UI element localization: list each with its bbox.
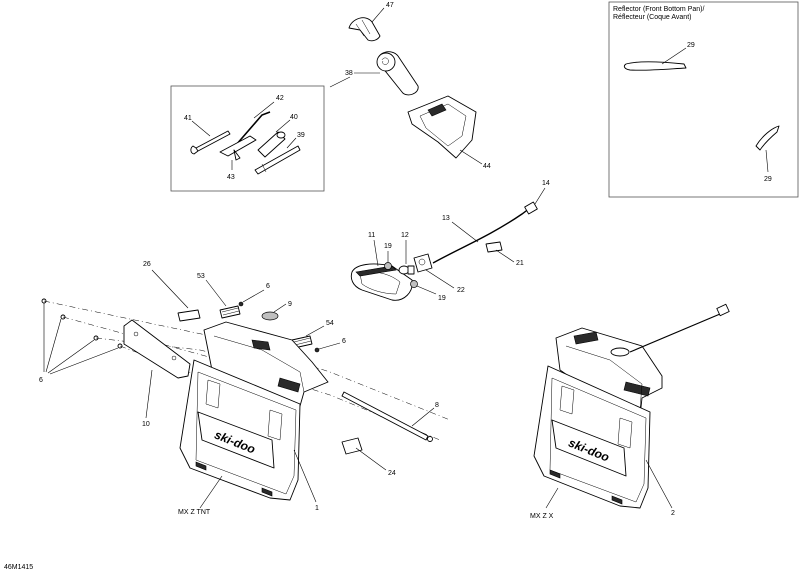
diagram-id: 46M1415 (4, 564, 33, 571)
snow-flap-assembly-tnt[interactable]: ski-doo (179, 321, 329, 501)
spark-plug-socket[interactable] (257, 131, 286, 158)
grommet-lower[interactable] (410, 280, 418, 288)
warning-sticker[interactable] (341, 437, 363, 455)
reflector-front-strip[interactable] (623, 61, 687, 71)
callout-42: 42 (276, 95, 284, 102)
callout-10: 10 (142, 421, 150, 428)
callout-6c: 6 (39, 377, 43, 384)
callout-44: 44 (483, 163, 491, 170)
callout-12: 12 (401, 232, 409, 239)
callout-26: 26 (143, 261, 151, 268)
callout-29a: 29 (687, 42, 695, 49)
callout-24: 24 (388, 470, 396, 477)
reflector-note-line1: Reflector (Front Bottom Pan)/ (613, 6, 704, 13)
callout-19a: 19 (384, 243, 392, 250)
tool-box[interactable] (407, 95, 477, 159)
bulb[interactable] (398, 265, 415, 275)
decal-53[interactable] (219, 305, 241, 319)
bulb-socket[interactable] (413, 253, 433, 273)
snow-flap-assembly-x[interactable]: ski-doo (533, 303, 730, 509)
grommet-upper[interactable] (384, 262, 392, 270)
tool-kit-box: 41 42 43 40 39 (170, 85, 325, 192)
callout-11: 11 (368, 232, 375, 239)
callout-6b: 6 (342, 338, 346, 345)
callout-22: 22 (457, 287, 465, 294)
callout-19b: 19 (438, 295, 446, 302)
callout-9: 9 (288, 301, 292, 308)
callout-39: 39 (297, 132, 305, 139)
open-end-wrench[interactable] (190, 130, 231, 155)
model-label-left: MX Z TNT (178, 509, 211, 516)
callout-43: 43 (227, 174, 235, 181)
screw-right[interactable] (314, 347, 320, 353)
hex-key[interactable] (235, 111, 271, 146)
callout-47: 47 (386, 2, 394, 9)
reflector-inset: Reflector (Front Bottom Pan)/ Réflecteur… (608, 1, 799, 198)
spark-plug[interactable] (254, 145, 301, 175)
side-screws[interactable] (41, 298, 123, 349)
callout-14: 14 (542, 180, 550, 187)
support-rod[interactable] (341, 391, 433, 442)
tool-strap[interactable] (348, 17, 381, 42)
callout-41: 41 (184, 115, 192, 122)
tool-roll[interactable] (376, 51, 419, 96)
callout-29b: 29 (764, 176, 772, 183)
spark-plug-pliers[interactable] (219, 135, 257, 161)
reflector-note-line2: Réflecteur (Coque Avant) (613, 14, 691, 21)
callout-40: 40 (290, 114, 298, 121)
side-panel[interactable] (123, 319, 191, 379)
reflector-decal[interactable] (177, 309, 201, 322)
callout-54: 54 (326, 320, 334, 327)
model-label-right: MX Z X (530, 513, 554, 520)
callout-53: 53 (197, 273, 205, 280)
callout-8: 8 (435, 402, 439, 409)
callout-21: 21 (516, 260, 524, 267)
callout-6a: 6 (266, 283, 270, 290)
tail-light-harness[interactable] (432, 201, 538, 264)
logo-badge[interactable] (261, 311, 279, 321)
callout-13: 13 (442, 215, 450, 222)
screw-upper[interactable] (238, 301, 244, 307)
callout-1: 1 (315, 505, 319, 512)
harness-clip[interactable] (485, 241, 503, 253)
reflector-side-piece[interactable] (755, 125, 780, 151)
callout-2: 2 (671, 510, 675, 517)
callout-38: 38 (345, 70, 353, 77)
